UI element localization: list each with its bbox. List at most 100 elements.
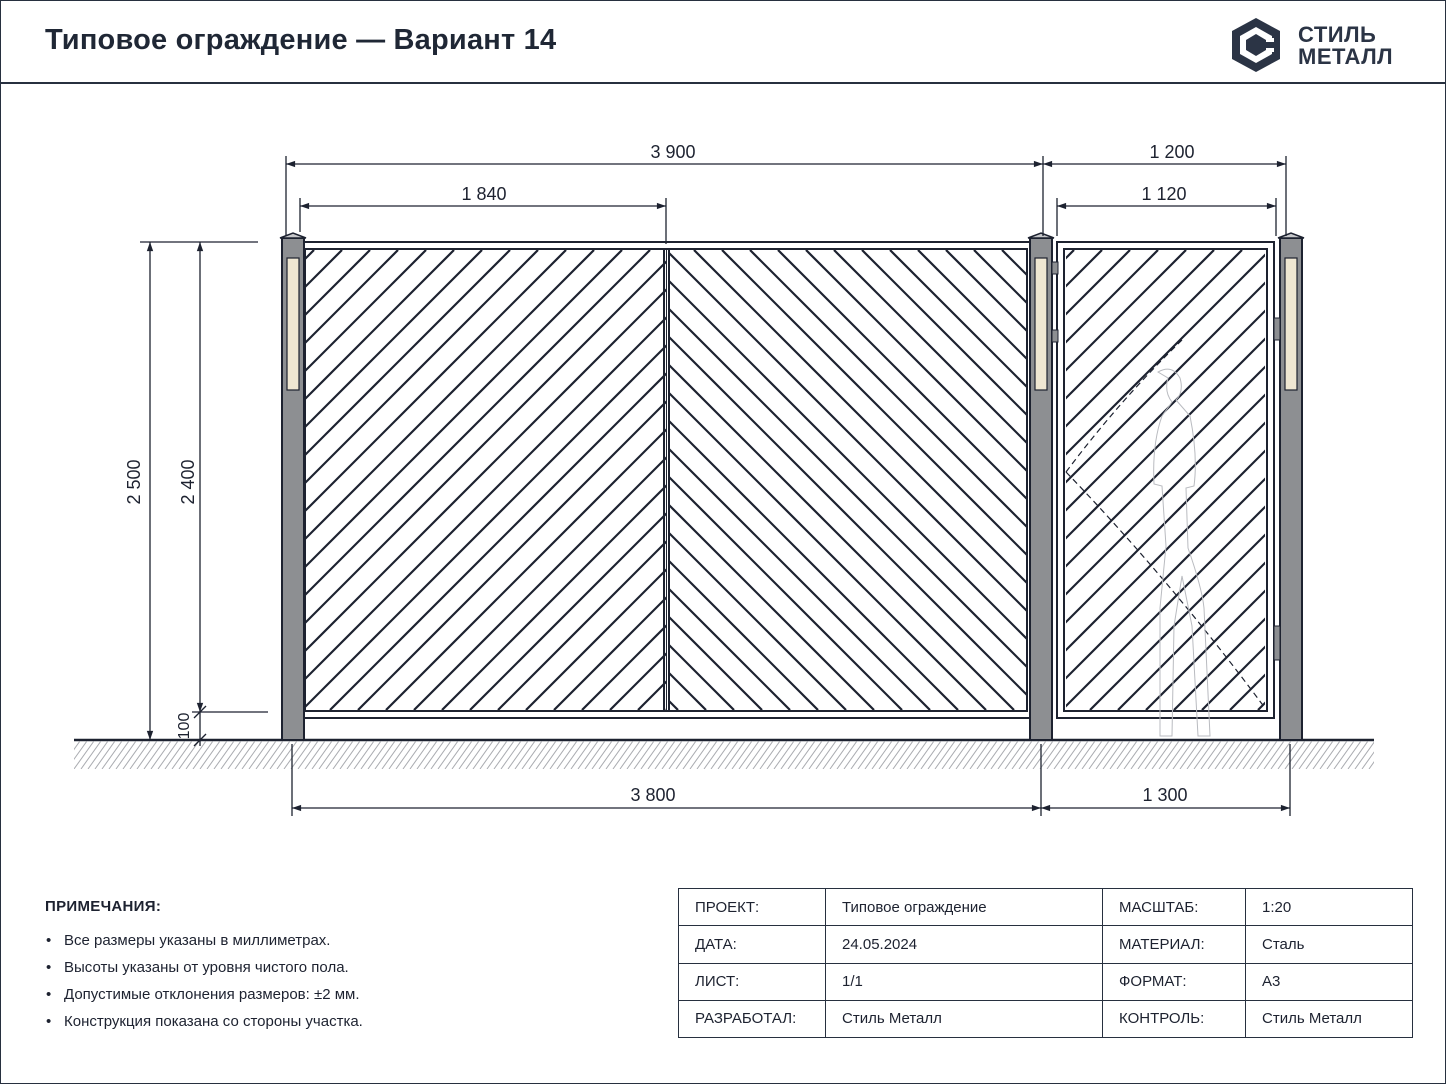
ground-hatch-line — [675, 741, 697, 769]
ground-hatch-line — [74, 741, 88, 761]
ground-hatch-line — [507, 741, 529, 769]
ground-hatch-line — [1249, 741, 1271, 769]
ground-hatch-line — [395, 741, 417, 769]
notes: ПРИМЕЧАНИЯ: Все размеры указаны в миллим… — [45, 898, 645, 1035]
ground-hatch-line — [74, 741, 81, 751]
ground-hatch-line — [1179, 741, 1201, 769]
ground-hatch-line — [353, 741, 375, 769]
stamp-author-value: Стиль Металл — [825, 999, 1103, 1039]
header: Типовое ограждение — Вариант 14 СТИЛЬ МЕ… — [0, 0, 1446, 84]
note-item: Все размеры указаны в миллиметрах. — [45, 927, 645, 954]
slat — [1066, 393, 1265, 596]
stamp-format-value: А3 — [1245, 962, 1413, 1001]
ground-hatch-line — [437, 741, 459, 769]
ground-hatch-line — [976, 741, 998, 769]
slat — [1066, 449, 1265, 652]
slat — [670, 588, 791, 710]
ground-hatch-line — [479, 741, 501, 769]
ground-hatch-line — [556, 741, 578, 769]
ground-hatch-line — [402, 741, 424, 769]
ground-hatch-line — [829, 741, 851, 769]
ground-hatch-line — [1298, 741, 1320, 769]
ground-hatch-line — [640, 741, 662, 769]
slat — [1066, 337, 1265, 540]
ground-hatch-line — [1340, 741, 1362, 769]
ground-hatch-line — [1102, 741, 1124, 769]
ground-hatch-line — [94, 741, 116, 769]
ground-hatch-line — [1284, 741, 1306, 769]
ground-hatch-line — [318, 741, 340, 769]
ground-hatch-line — [1130, 741, 1152, 769]
ground-hatch-line — [1312, 741, 1334, 769]
ground-hatch-line — [1361, 751, 1374, 769]
slat — [306, 260, 666, 624]
ground-hatch-line — [1151, 741, 1173, 769]
ground-hatch-line — [1319, 741, 1341, 769]
ground-hatch-line — [1263, 741, 1285, 769]
ground-hatch-line — [1235, 741, 1257, 769]
ground-hatch-line — [311, 741, 333, 769]
ground-hatch-line — [997, 741, 1019, 769]
title-block: ПРОЕКТ: Типовое ограждение МАСШТАБ: 1:20… — [678, 887, 1413, 1039]
ground-hatch-line — [808, 741, 830, 769]
ground-hatch-line — [1109, 741, 1131, 769]
ground-hatch-line — [227, 741, 249, 769]
ground-hatch-line — [745, 741, 767, 769]
ground-hatch-line — [871, 741, 893, 769]
slat — [306, 250, 623, 568]
slat — [1145, 589, 1265, 710]
dim-2500: 2 500 — [124, 459, 144, 504]
slat — [1066, 250, 1075, 260]
stamp-material-value: Сталь — [1245, 925, 1413, 964]
ground-hatch-line — [458, 741, 480, 769]
slat — [1173, 617, 1265, 710]
logo-line-1: СТИЛЬ — [1298, 22, 1377, 47]
ground-hatch-line — [759, 741, 781, 769]
stamp-project-label: ПРОЕКТ: — [678, 887, 826, 927]
ground-hatch-line — [1039, 741, 1061, 769]
ground-hatch-line — [542, 741, 564, 769]
ground-hatch-line — [430, 741, 452, 769]
wicket-frame — [1056, 241, 1275, 719]
ground-hatch-line — [332, 741, 354, 769]
stamp-project-value: Типовое ограждение — [825, 887, 1103, 927]
slat — [1066, 281, 1265, 484]
slat — [306, 250, 427, 372]
ground-hatch-line — [1305, 741, 1327, 769]
slat — [1066, 250, 1159, 344]
ground-hatch-line — [773, 741, 795, 769]
slat — [721, 250, 1028, 558]
stamp-sheet-value: 1/1 — [825, 962, 1103, 1001]
ground-hatch-line — [451, 741, 473, 769]
ground-hatch-line — [1074, 741, 1096, 769]
stamp-control-label: КОНТРОЛЬ: — [1102, 999, 1246, 1039]
slat — [306, 344, 666, 708]
ground-hatch-line — [1011, 741, 1033, 769]
ground-hatch-line — [682, 741, 704, 769]
ground-hatch-line — [661, 741, 683, 769]
slat — [306, 316, 666, 680]
page-title: Типовое ограждение — Вариант 14 — [45, 24, 557, 56]
ground-hatch-line — [787, 741, 809, 769]
ground-hatch-line — [157, 741, 179, 769]
ground-hatch-line — [234, 741, 256, 769]
ground-hatch-line — [1172, 741, 1194, 769]
slat — [749, 250, 1028, 530]
ground-hatch-line — [374, 741, 396, 769]
ground — [74, 738, 1374, 769]
post-left — [279, 232, 307, 741]
ground-hatch-line — [500, 741, 522, 769]
ground-hatch-line — [409, 741, 431, 769]
ground-hatch-line — [206, 741, 228, 769]
ground-hatch-line — [563, 741, 585, 769]
ground-hatch-line — [1242, 741, 1264, 769]
ground-hatch-line — [766, 741, 788, 769]
ground-hatch-line — [290, 741, 312, 769]
slat — [670, 252, 1028, 614]
ground-hatch-line — [1004, 741, 1026, 769]
slat — [917, 250, 1028, 362]
slat — [889, 250, 1028, 390]
ground-hatch-line — [346, 741, 368, 769]
dim-1120: 1 120 — [1141, 184, 1186, 204]
